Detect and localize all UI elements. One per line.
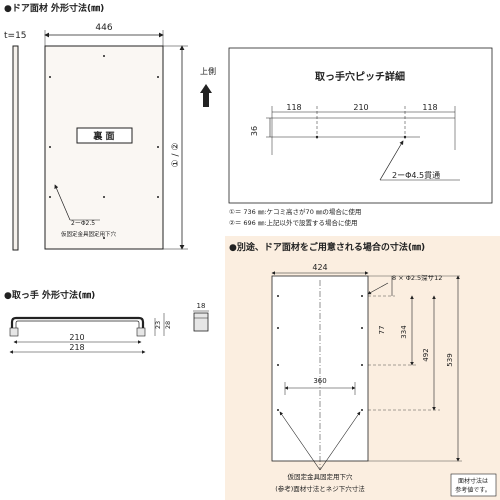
custom-caption-2: (参考)面材寸法とネジ下穴寸法 <box>275 484 365 493</box>
handle-outline <box>10 316 145 336</box>
handle-depth-label: 18 <box>197 302 206 310</box>
door-screw-holes <box>49 55 159 239</box>
door-side-view <box>12 45 19 251</box>
thickness-label: t=15 <box>4 31 27 41</box>
door-hole-note: 2ーΦ2.5 <box>71 220 95 227</box>
handle-section-title: ●取っ手 外形寸法(㎜) <box>4 291 96 301</box>
door-width-label: 446 <box>95 23 112 33</box>
custom-width-label: 424 <box>312 263 327 272</box>
custom-holes-note: 8 × Φ2.5深サ12 <box>392 273 442 282</box>
custom-note-line-1: 面材寸法は <box>458 477 488 485</box>
back-label: 裏 面 <box>92 130 114 142</box>
pitch-hole-note: 2ーΦ4.5貫通 <box>392 170 440 180</box>
door-panel <box>44 45 164 250</box>
custom-note-box <box>450 473 497 497</box>
pitch-dim-left: 118 <box>286 103 301 112</box>
pitch-dim-right: 118 <box>422 103 437 112</box>
door-section-title: ●ドア面材 外形寸法(㎜) <box>4 4 105 14</box>
note-2: ②＝ 696 ㎜:上記以外で設置する場合に使用 <box>229 218 358 227</box>
door-height-mark: ① / ② <box>171 143 181 168</box>
handle-side-view <box>193 312 209 332</box>
handle-inner-label: 210 <box>69 333 84 342</box>
handle-h1-label: 28 <box>164 321 172 329</box>
door-hole-caption: 仮固定金具固定用下穴 <box>61 230 117 238</box>
custom-d360-label: 360 <box>313 377 326 385</box>
custom-d77-label: 77 <box>378 326 386 335</box>
pitch-hole-leader <box>379 140 404 181</box>
up-arrow-icon <box>200 84 212 107</box>
note-1: ①＝ 736 ㎜:ケコミ高さが70 ㎜の場合に使用 <box>229 207 361 216</box>
back-label-box <box>76 127 133 144</box>
pitch-dim-middle: 210 <box>353 103 368 112</box>
door-hole-leader <box>54 184 71 221</box>
pitch-height-label: 36 <box>250 126 259 136</box>
custom-d492-label: 492 <box>422 348 430 361</box>
handle-h2-label: 23 <box>154 321 162 329</box>
handle-outer-label: 218 <box>69 343 84 352</box>
custom-d334-label: 334 <box>400 325 408 339</box>
pitch-detail-box <box>228 47 493 204</box>
custom-caption-1: 仮固定金具固定用下穴 <box>288 472 354 481</box>
up-label: 上側 <box>200 66 216 76</box>
custom-screw-holes <box>277 295 363 411</box>
custom-d539-label: 539 <box>446 353 454 366</box>
custom-section-title: ●別途、ドア面材をご用意される場合の寸法(㎜) <box>229 243 426 253</box>
pitch-detail-title: 取っ手穴ピッチ詳細 <box>315 70 405 83</box>
custom-note-line-2: 参考値です。 <box>455 486 490 494</box>
